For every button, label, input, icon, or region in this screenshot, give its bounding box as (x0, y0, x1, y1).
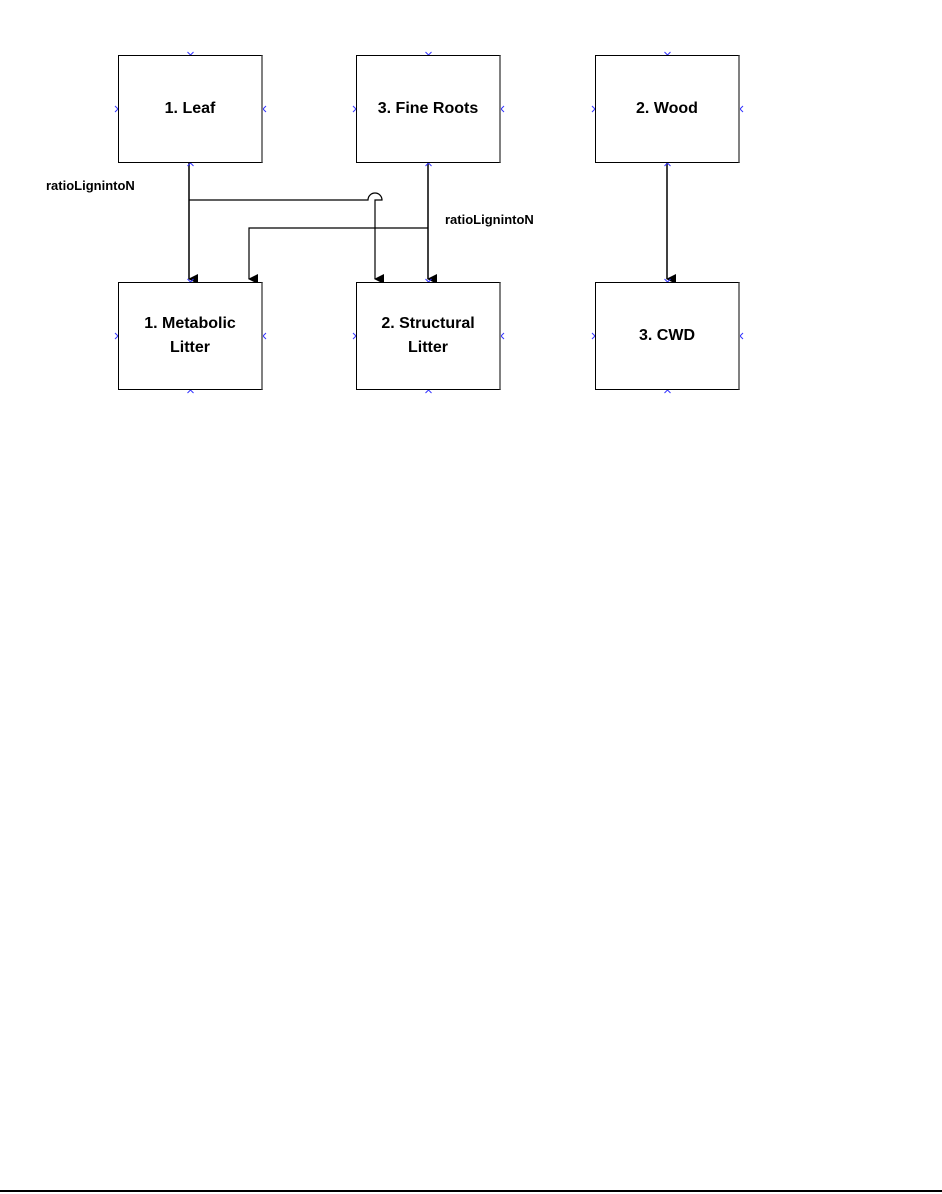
fine-roots-node-label: 3. Fine Roots (377, 100, 479, 117)
roots-to-metabolic-arrow (248, 227, 428, 284)
cwd-node-label: 3. CWD (639, 327, 695, 344)
metabolic-litter-line1: 1. Metabolic (144, 315, 236, 332)
leaf-to-structural-arrow (189, 192, 384, 284)
structural-litter-node-label: 2. Structural Litter (381, 312, 474, 360)
leaf-node-label: 1. Leaf (164, 100, 216, 117)
wood-node-label: 2. Wood (636, 100, 698, 117)
metabolic-litter-node-label: 1. Metabolic Litter (144, 312, 236, 360)
wood-node: 2. Wood (595, 55, 740, 163)
fine-roots-node: 3. Fine Roots (356, 55, 501, 163)
structural-litter-line1: 2. Structural (381, 315, 475, 332)
structural-litter-line2: Litter (407, 339, 448, 356)
metabolic-litter-node: 1. Metabolic Litter (118, 282, 263, 390)
cwd-node: 3. CWD (595, 282, 740, 390)
metabolic-litter-line2: Litter (169, 339, 210, 356)
roots-ratio-label: ratioLignintoN (445, 212, 534, 227)
leaf-ratio-label: ratioLignintoN (46, 178, 135, 193)
structural-litter-node: 2. Structural Litter (356, 282, 501, 390)
leaf-node: 1. Leaf (118, 55, 263, 163)
bottom-rule (0, 1190, 942, 1192)
